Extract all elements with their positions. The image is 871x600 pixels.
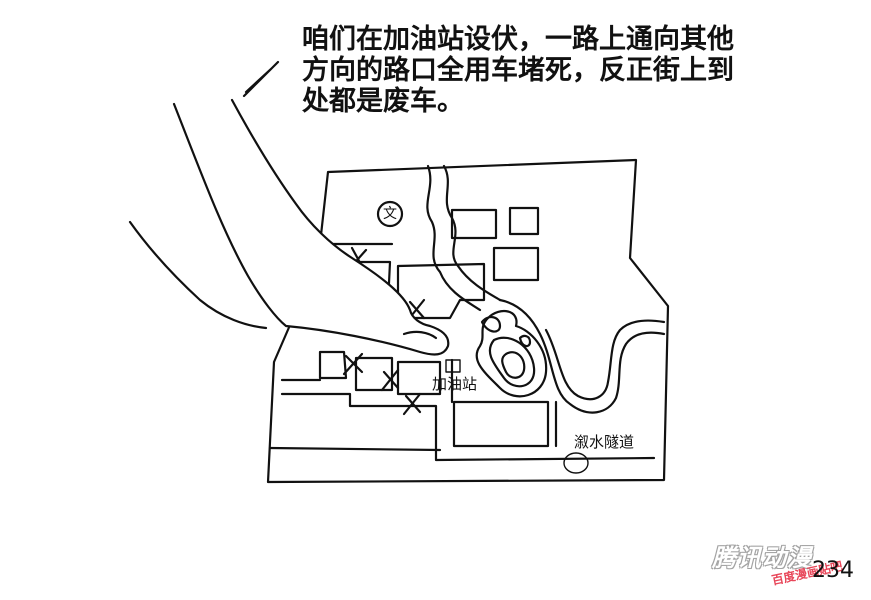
building-block xyxy=(318,350,348,380)
caption-line: 咱们在加油站设伏，一路上通向其他 xyxy=(302,24,734,55)
river xyxy=(498,298,666,414)
caption-line: 处都是废车。 xyxy=(302,86,464,117)
page-number: 234 xyxy=(812,558,854,583)
building-block xyxy=(354,356,394,392)
tunnel-icon xyxy=(563,452,589,474)
caption-line: 方向的路口全用车堵死，反正街上到 xyxy=(302,55,734,86)
gas-station-label: 加油站 xyxy=(432,375,478,393)
building-block xyxy=(508,206,540,236)
tunnel-label: 溆水隧道 xyxy=(574,433,635,451)
speech-caption: 咱们在加油站设伏，一路上通向其他 方向的路口全用车堵死，反正街上到 处都是废车。 xyxy=(302,24,802,117)
river xyxy=(544,319,666,401)
school-symbol: 文 xyxy=(383,206,397,222)
watermark-main: 腾讯动漫 xyxy=(712,544,812,572)
watermark: 腾讯动漫 百度漫画贴吧 xyxy=(712,536,862,600)
roadblock-x-icon xyxy=(402,392,422,416)
road xyxy=(280,378,656,462)
building-block xyxy=(452,400,550,448)
school-icon xyxy=(376,200,404,228)
roadblock-x-icon xyxy=(342,352,364,376)
building-block xyxy=(396,360,442,396)
pointing-hand xyxy=(128,98,450,356)
hill-contours xyxy=(475,309,548,398)
river xyxy=(426,164,482,312)
river xyxy=(442,164,502,302)
building-block xyxy=(450,208,498,240)
gas-station-icon xyxy=(445,359,461,373)
road xyxy=(268,400,558,452)
pen-mark xyxy=(242,60,280,98)
building-block xyxy=(492,246,540,282)
roadblock-x-icon xyxy=(380,368,400,392)
